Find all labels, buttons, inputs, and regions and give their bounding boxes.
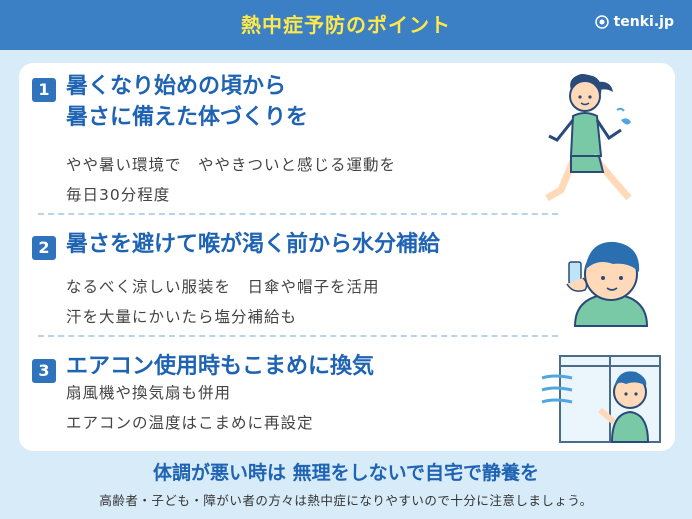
point-body: 扇風機や換気扇も併用 xyxy=(66,384,232,402)
point-heading: 暑さに備えた体づくりを xyxy=(66,105,309,130)
point-number: 1 xyxy=(32,78,56,102)
divider xyxy=(38,335,558,337)
point-heading: 暑さを避けて喉が渇く前から水分補給 xyxy=(66,232,441,257)
boy-drinking-illustration xyxy=(566,241,649,327)
runner-illustration xyxy=(545,74,632,202)
point-number: 2 xyxy=(32,236,56,260)
header-bar: 熱中症予防のポイント tenki.jp xyxy=(0,0,692,50)
brand-name: tenki.jp xyxy=(613,14,674,30)
window-ventilation-illustration xyxy=(541,355,661,443)
point-body: 汗を大量にかいたら塩分補給も xyxy=(66,308,298,326)
point-body: エアコンの温度はこまめに再設定 xyxy=(66,414,314,432)
brand-logo: tenki.jp xyxy=(594,14,674,30)
point-heading: 暑くなり始めの頃から xyxy=(66,74,287,99)
footer-main-message: 体調が悪い時は 無理をしないで自宅で静養を xyxy=(152,462,540,484)
point-body: 毎日30分程度 xyxy=(66,186,171,204)
page-title: 熱中症予防のポイント xyxy=(241,13,451,37)
point-body: やや暑い環境で ややきついと感じる運動を xyxy=(66,156,397,174)
point-body: なるべく涼しい服装を 日傘や帽子を活用 xyxy=(66,278,380,296)
divider xyxy=(38,213,558,215)
sun-cloud-icon xyxy=(594,15,609,29)
footer-sub-message: 高齢者・子ども・障がい者の方々は熱中症になりやすいので十分に注意しましょう。 xyxy=(99,493,593,508)
point-heading: エアコン使用時もこまめに換気 xyxy=(66,354,375,379)
point-number: 3 xyxy=(32,359,56,383)
